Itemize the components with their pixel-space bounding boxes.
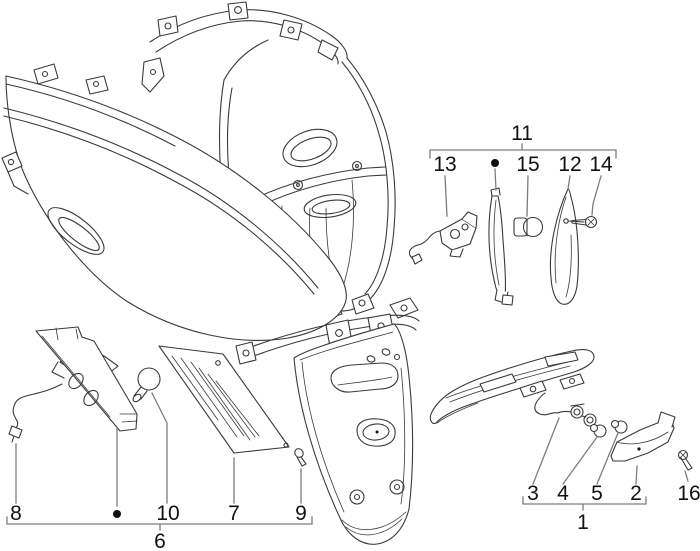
callout-group-11: 11 13 15 12 14 bbox=[429, 122, 617, 217]
turn-signal-lens-left-drawing bbox=[488, 187, 514, 306]
callout-1: 1 bbox=[577, 511, 589, 534]
screw-part-16-drawing bbox=[677, 449, 693, 471]
callout-8: 8 bbox=[10, 502, 22, 525]
rear-fender-drawing bbox=[235, 313, 420, 545]
leader-2 bbox=[635, 465, 638, 485]
callout-16: 16 bbox=[677, 482, 700, 505]
bulb-part-10-drawing bbox=[132, 367, 161, 403]
leader-12 bbox=[567, 175, 571, 190]
bulb-part-4-drawing bbox=[589, 423, 607, 438]
bulb-part-15-drawing bbox=[513, 216, 544, 238]
leader-5 bbox=[596, 432, 619, 485]
callout-2: 2 bbox=[630, 482, 642, 505]
left-side-panel-drawing bbox=[1, 57, 347, 341]
callout-12: 12 bbox=[558, 153, 581, 176]
bracket-11 bbox=[429, 143, 617, 159]
turn-signal-lens-right-drawing bbox=[549, 188, 585, 305]
lens-panel-part-7-drawing bbox=[158, 345, 290, 454]
callout-10: 10 bbox=[156, 502, 179, 525]
leader-3 bbox=[532, 417, 560, 485]
callout-4: 4 bbox=[557, 482, 569, 505]
callout-7: 7 bbox=[228, 502, 240, 525]
tail-light-housing-drawing bbox=[429, 349, 595, 424]
lamp-support-plate-drawing bbox=[35, 326, 138, 432]
callout-9: 9 bbox=[295, 502, 307, 525]
callout-13: 13 bbox=[433, 153, 456, 176]
bulb-part-5-drawing bbox=[610, 419, 628, 434]
leader-10 bbox=[151, 392, 168, 504]
screw-part-9-drawing bbox=[294, 448, 307, 467]
callout-group-6: 8 10 7 9 6 bbox=[6, 392, 313, 551]
leader-14 bbox=[591, 175, 602, 216]
callout-group-1: 3 4 5 2 16 1 bbox=[522, 417, 700, 534]
bracket-1 bbox=[522, 496, 647, 511]
tail-light-wiring-part-3-drawing bbox=[534, 392, 597, 427]
leader-13 bbox=[444, 175, 448, 217]
screw-part-14-drawing bbox=[571, 215, 598, 229]
wiring-harness-part-13-drawing bbox=[408, 211, 478, 265]
callout-14: 14 bbox=[589, 153, 613, 176]
callout-15: 15 bbox=[516, 153, 539, 176]
bullet-marker-top bbox=[491, 159, 499, 167]
bracket-6 bbox=[6, 516, 313, 531]
bullet-marker-bottom bbox=[113, 510, 121, 518]
callout-3: 3 bbox=[527, 482, 539, 505]
leader-15 bbox=[526, 175, 529, 217]
leader-bullet-top bbox=[494, 168, 497, 191]
lens-cover-part-2-drawing bbox=[610, 411, 676, 462]
callout-5: 5 bbox=[591, 482, 603, 505]
leader-16 bbox=[684, 470, 689, 482]
callout-6: 6 bbox=[154, 530, 166, 551]
callout-11: 11 bbox=[511, 122, 533, 145]
leader-4 bbox=[562, 436, 598, 485]
